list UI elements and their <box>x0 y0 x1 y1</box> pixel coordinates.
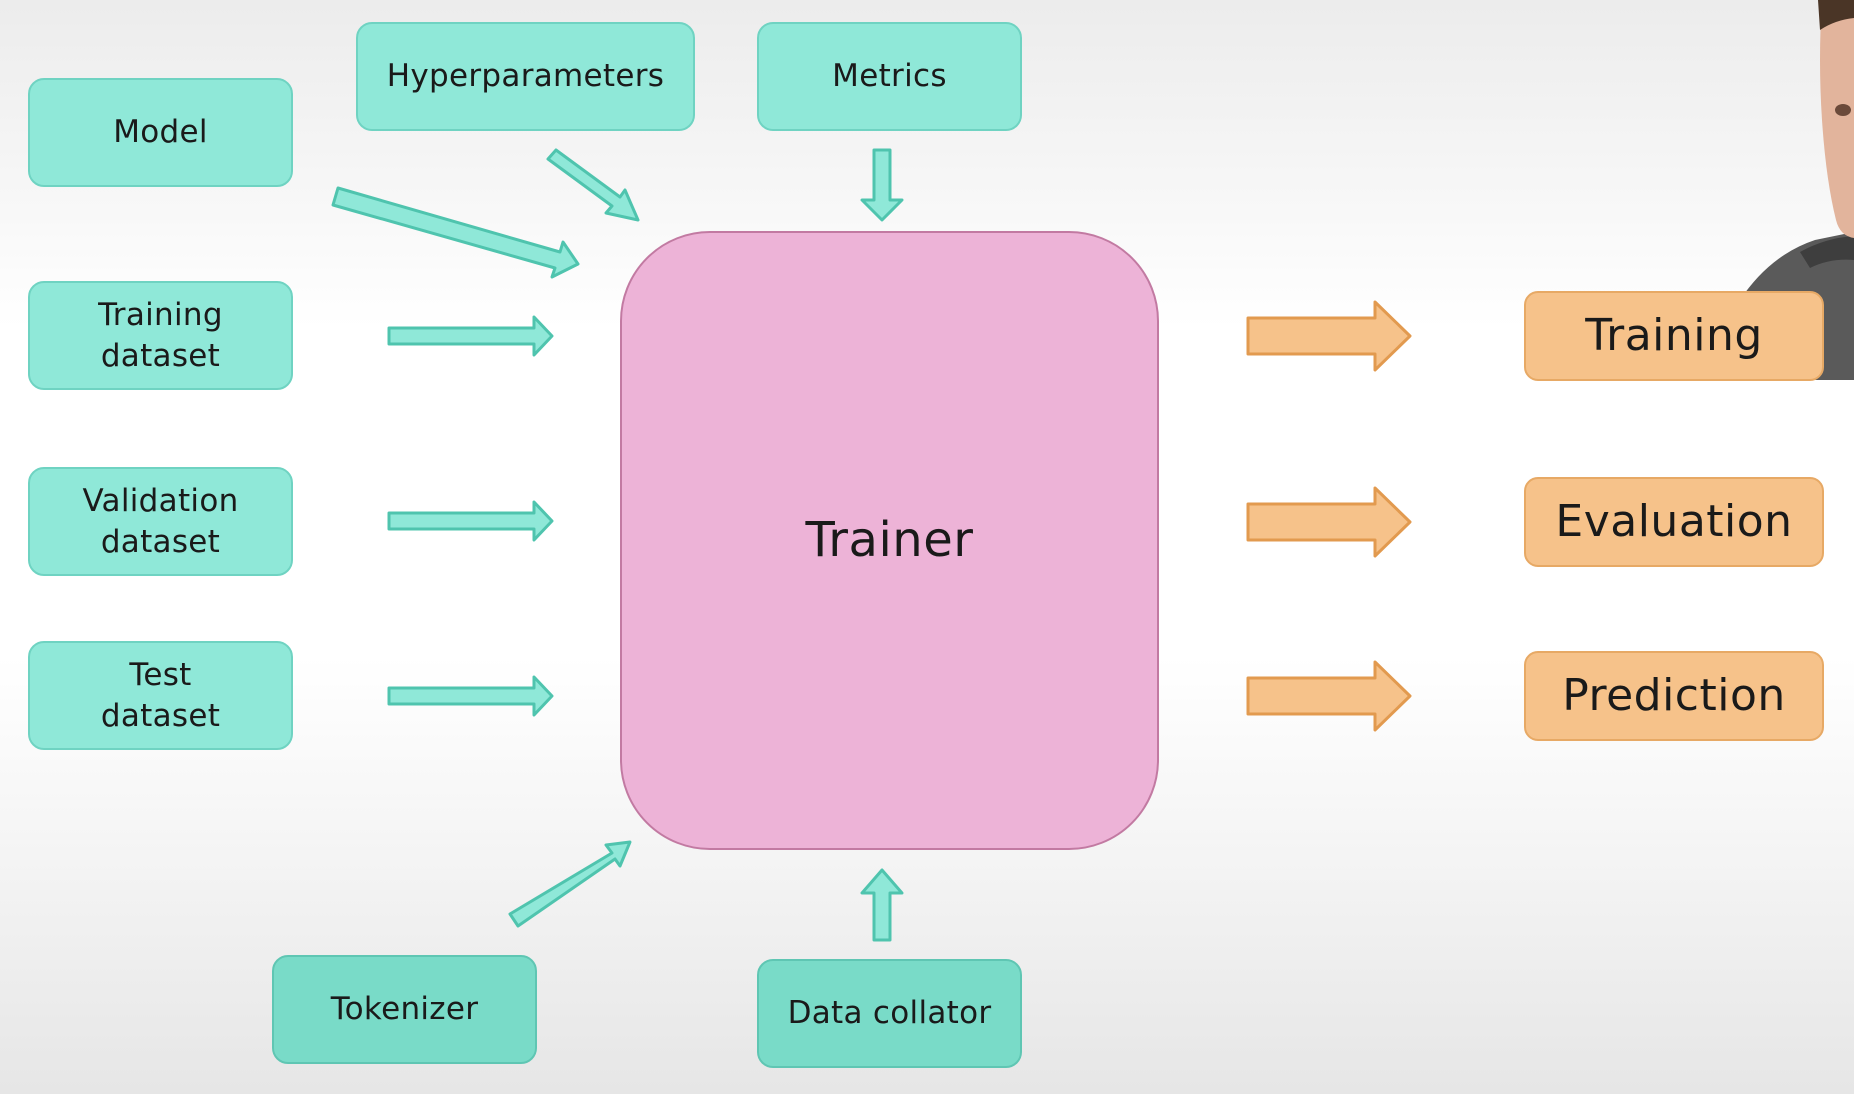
training-dataset-label: Training dataset <box>98 296 223 374</box>
arrow-tokenizer-to-trainer <box>508 840 632 928</box>
training-dataset-box: Training dataset <box>28 281 293 390</box>
trainer-box: Trainer <box>620 231 1159 850</box>
arrow-test-dataset-to-trainer <box>387 675 554 717</box>
arrow-trainer-to-training <box>1246 300 1412 372</box>
validation-dataset-label: Validation dataset <box>82 482 239 560</box>
arrow-validation-dataset-to-trainer <box>387 500 554 542</box>
evaluation-output-box: Evaluation <box>1524 477 1824 567</box>
model-box: Model <box>28 78 293 187</box>
hyperparameters-label: Hyperparameters <box>386 58 665 95</box>
metrics-box: Metrics <box>757 22 1022 131</box>
arrow-training-dataset-to-trainer <box>387 315 554 357</box>
arrow-trainer-to-prediction <box>1246 660 1412 732</box>
trainer-label: Trainer <box>805 511 974 568</box>
evaluation-output-label: Evaluation <box>1555 495 1793 547</box>
validation-dataset-box: Validation dataset <box>28 467 293 576</box>
arrow-model-to-trainer <box>331 186 580 279</box>
model-label: Model <box>113 114 208 151</box>
hyperparameters-box: Hyperparameters <box>356 22 695 131</box>
training-output-label: Training <box>1585 309 1763 361</box>
metrics-label: Metrics <box>832 58 947 95</box>
arrow-hyperparameters-to-trainer <box>546 148 640 222</box>
data-collator-label: Data collator <box>787 995 992 1032</box>
test-dataset-label: Test dataset <box>100 656 221 734</box>
tokenizer-box: Tokenizer <box>272 955 537 1064</box>
prediction-output-box: Prediction <box>1524 651 1824 741</box>
tokenizer-label: Tokenizer <box>330 991 479 1028</box>
test-dataset-box: Test dataset <box>28 641 293 750</box>
arrow-metrics-to-trainer <box>860 148 904 222</box>
arrow-trainer-to-evaluation <box>1246 486 1412 558</box>
training-output-box: Training <box>1524 291 1824 381</box>
prediction-output-label: Prediction <box>1562 669 1786 721</box>
arrow-data-collator-to-trainer <box>860 868 904 942</box>
data-collator-box: Data collator <box>757 959 1022 1068</box>
